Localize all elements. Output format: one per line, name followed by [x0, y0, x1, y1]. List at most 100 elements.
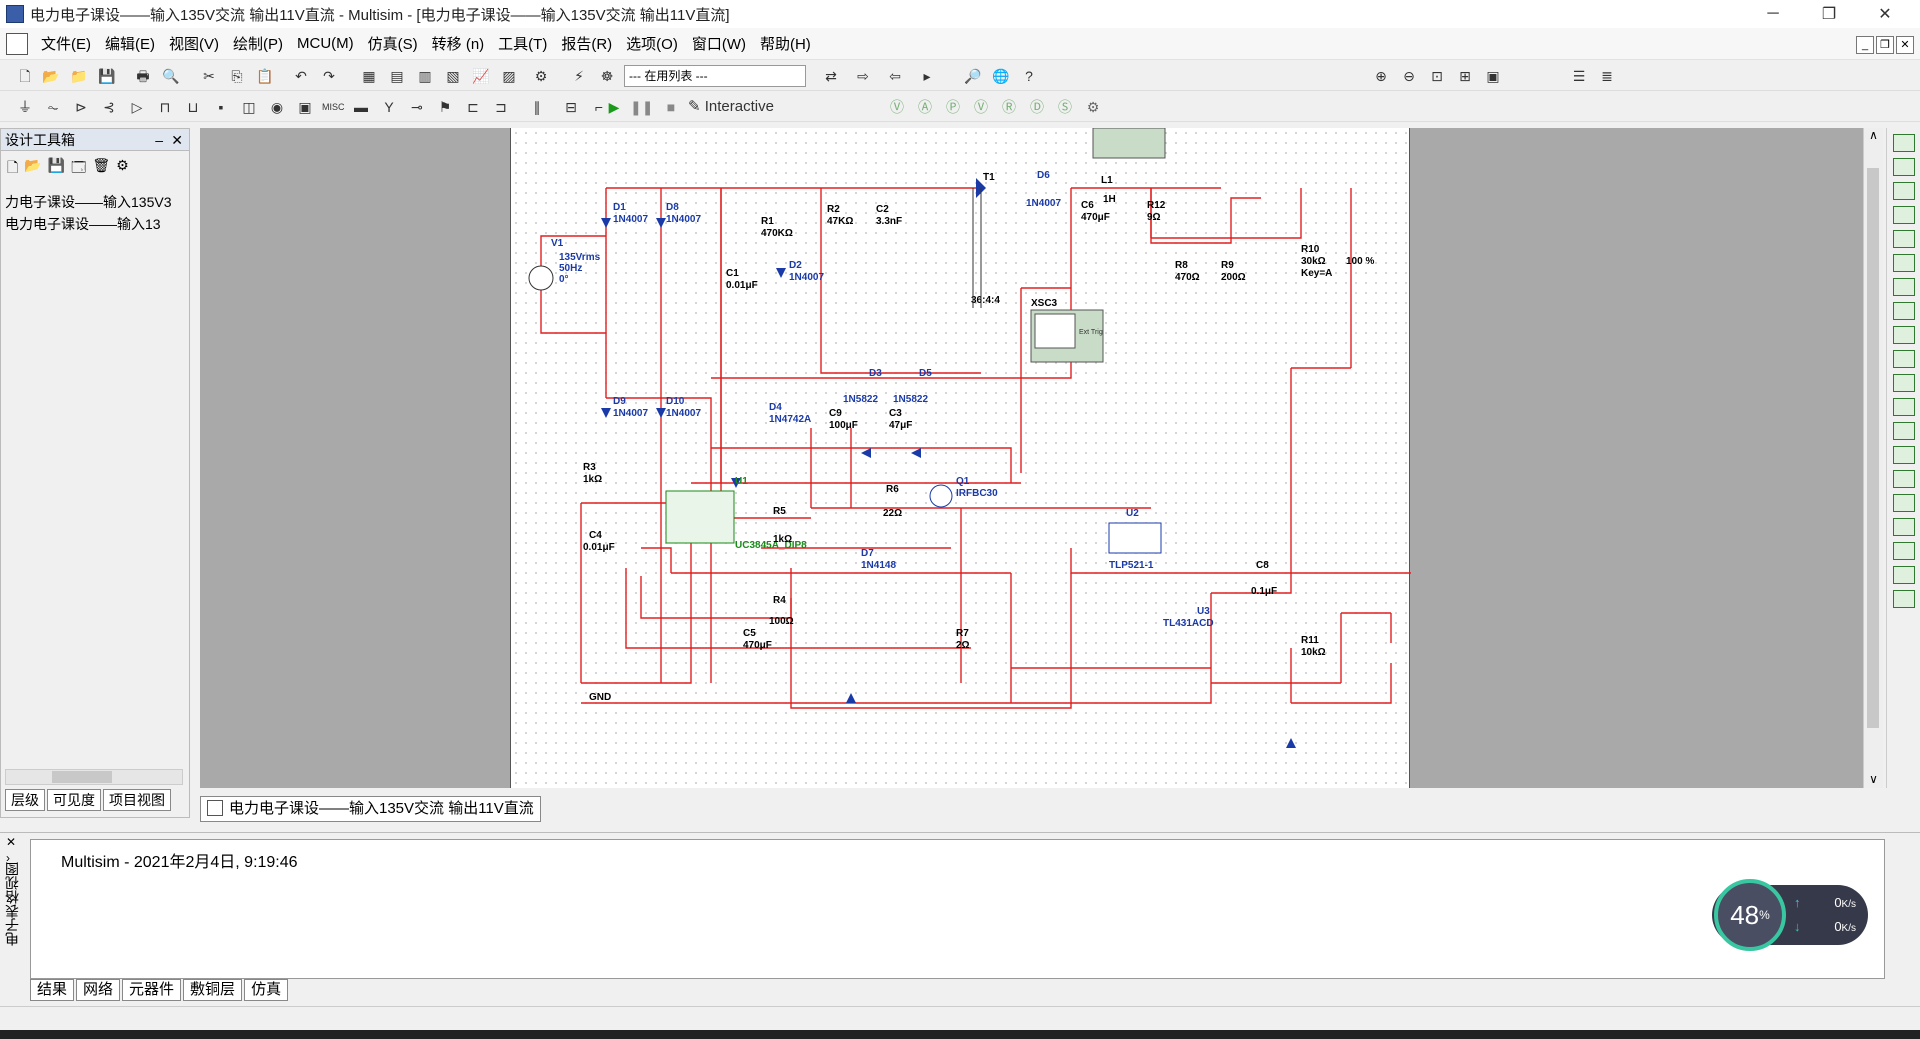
schematic-workspace[interactable]: V1 135Vrms 50Hz 0° D1 1N4007 D8 1N4007 D…	[200, 128, 1865, 788]
spectrum-analyzer-icon[interactable]	[1892, 422, 1915, 440]
schematic-drawing[interactable]: V1 135Vrms 50Hz 0° D1 1N4007 D8 1N4007 D…	[511, 128, 1411, 788]
current-probe-icon[interactable]	[1892, 590, 1915, 608]
menu-help[interactable]: 帮助(H)	[759, 36, 811, 53]
frequency-counter-icon[interactable]	[1892, 278, 1915, 296]
mdi-restore-button[interactable]: ❐	[1876, 36, 1894, 54]
open-icon[interactable]: 📂	[42, 68, 60, 84]
zoom-in-icon[interactable]: ⊕	[1375, 68, 1387, 84]
logic-analyzer-icon[interactable]	[1892, 350, 1915, 368]
place-rf-icon[interactable]: Y	[384, 99, 394, 115]
new-sheet-icon[interactable]: 🗔	[71, 159, 87, 175]
education-web-icon[interactable]: 🌐	[992, 68, 1010, 84]
tab-hierarchy[interactable]: 层级	[5, 789, 45, 811]
run-simulation-icon[interactable]: ▶	[608, 99, 620, 115]
grapher-icon[interactable]: 📈	[472, 68, 490, 84]
component-wizard-icon[interactable]: ▧	[446, 68, 460, 84]
place-connector-icon[interactable]: ⊏	[467, 99, 479, 115]
menu-reports[interactable]: 报告(R)	[561, 36, 613, 53]
menu-file[interactable]: 文件(E)	[41, 36, 91, 53]
menu-options[interactable]: 选项(O)	[626, 36, 678, 53]
interactive-mode-button[interactable]: ✎ Interactive	[688, 98, 774, 115]
probe-power-icon[interactable]: Ⓟ	[946, 99, 960, 115]
search-component-icon[interactable]: ☸	[600, 68, 614, 84]
mdi-minimize-button[interactable]: _	[1856, 36, 1874, 54]
tab-visibility[interactable]: 可见度	[47, 789, 101, 811]
t1-transformer[interactable]	[972, 188, 982, 308]
tab-project-view[interactable]: 项目视图	[103, 789, 171, 811]
open-hierarchy-icon[interactable]: 📂	[24, 157, 42, 173]
place-power-icon[interactable]: ▣	[298, 99, 312, 115]
zoom-sheet-icon[interactable]: ⊞	[1459, 68, 1471, 84]
redo-icon[interactable]: ↷	[323, 68, 335, 84]
zoom-out-icon[interactable]: ⊖	[1403, 68, 1415, 84]
scrollbar-thumb[interactable]	[52, 771, 112, 783]
postprocessor-icon[interactable]: ▨	[502, 68, 516, 84]
toggle-design-toolbox-icon[interactable]: ▦	[362, 68, 376, 84]
tab-results[interactable]: 结果	[30, 979, 75, 1001]
place-source-icon[interactable]: ⏚	[18, 99, 32, 115]
menu-mcu[interactable]: MCU(M)	[297, 35, 354, 52]
probe-current-icon[interactable]: Ⓐ	[918, 99, 932, 115]
tab-copper-layers[interactable]: 敷铜层	[183, 979, 243, 1001]
place-electromechanical-icon[interactable]: ⊸	[411, 99, 423, 115]
bode-plotter-icon[interactable]	[1892, 254, 1915, 272]
document-icon[interactable]	[6, 32, 28, 55]
place-ttl-icon[interactable]: ⊓	[159, 99, 171, 115]
probe-voltage-icon[interactable]: Ⓥ	[890, 99, 904, 115]
tektronix-oscilloscope-icon[interactable]	[1892, 542, 1915, 560]
place-basic-icon[interactable]: ⏦	[47, 99, 59, 115]
save-icon[interactable]: 💾	[98, 68, 116, 84]
tab-components[interactable]: 元器件	[122, 979, 182, 1001]
print-icon[interactable]: 🖶	[136, 68, 150, 84]
place-bus-icon[interactable]: ∥	[533, 99, 541, 115]
back-annotate-icon[interactable]: ⇦	[889, 68, 901, 84]
labview-instrument-icon[interactable]	[1892, 566, 1915, 584]
menu-edit[interactable]: 编辑(E)	[105, 36, 155, 53]
save-hierarchy-icon[interactable]: 💾	[47, 157, 66, 173]
schematic-sheet[interactable]: V1 135Vrms 50Hz 0° D1 1N4007 D8 1N4007 D…	[510, 128, 1411, 788]
in-use-list-icon[interactable]: ⚡	[574, 68, 584, 84]
copy-icon[interactable]: ⎘	[231, 68, 243, 84]
forward-annotate-icon[interactable]: ⇨	[857, 68, 869, 84]
scroll-down-icon[interactable]: ∨	[1869, 772, 1878, 786]
place-cmos-icon[interactable]: ⊔	[187, 99, 199, 115]
horizontal-scrollbar[interactable]	[5, 769, 183, 785]
mdi-close-button[interactable]: ✕	[1896, 36, 1914, 54]
network-analyzer-icon[interactable]	[1892, 446, 1915, 464]
agilent-multimeter-icon[interactable]	[1892, 494, 1915, 512]
tab-nets[interactable]: 网络	[76, 979, 121, 1001]
transfer-ultiboard-icon[interactable]: ⇄	[825, 68, 837, 84]
tree-item-project[interactable]: 力电子课设——输入135V3	[5, 194, 172, 210]
help-icon[interactable]: ?	[1025, 68, 1033, 84]
probe-gear-icon[interactable]: ⚙	[1086, 99, 1100, 115]
place-ladder-icon[interactable]: ⊟	[565, 99, 577, 115]
network-monitor-widget[interactable]: 48% ↑ 0K/s ↓ 0K/s	[1712, 879, 1868, 951]
vscroll-thumb[interactable]	[1867, 168, 1879, 728]
place-diode-icon[interactable]: ⊳	[75, 99, 87, 115]
find-examples-icon[interactable]: 🔎	[964, 68, 982, 84]
place-analog-icon[interactable]: ▷	[131, 99, 143, 115]
place-ni-components-icon[interactable]: ⚑	[438, 99, 452, 115]
agilent-generator-icon[interactable]	[1892, 470, 1915, 488]
document-tab[interactable]: 电力电子课设——输入135V交流 输出11V直流	[200, 796, 541, 822]
database-manager-icon[interactable]: ▥	[418, 68, 432, 84]
q1-mosfet[interactable]	[929, 484, 953, 508]
new-hierarchy-icon[interactable]: 🗋	[7, 159, 19, 175]
oscilloscope-icon[interactable]	[1892, 206, 1915, 224]
close-button[interactable]: ✕	[1878, 6, 1892, 23]
delete-sheet-icon[interactable]: 🗑	[92, 157, 111, 173]
bus-options-icon[interactable]: ≣	[1601, 68, 1613, 84]
panel-pin-icon[interactable]: –	[155, 132, 163, 148]
iv-analyzer-icon[interactable]	[1892, 374, 1915, 392]
toggle-spreadsheet-icon[interactable]: ▤	[390, 68, 404, 84]
restore-button[interactable]: ❐	[1821, 6, 1837, 23]
probe-digital-icon[interactable]: Ⓓ	[1030, 99, 1044, 115]
new-icon[interactable]: 🗋	[19, 68, 31, 84]
v1-ac-source[interactable]	[528, 265, 554, 291]
panel-close-icon[interactable]: ✕	[171, 132, 183, 148]
electrical-rules-icon[interactable]: ⚙	[534, 68, 548, 84]
menu-place[interactable]: 绘制(P)	[233, 36, 283, 53]
place-mcu-icon[interactable]: ▪	[218, 99, 224, 115]
minimize-button[interactable]: ─	[1767, 5, 1779, 22]
menu-simulate[interactable]: 仿真(S)	[367, 36, 418, 53]
